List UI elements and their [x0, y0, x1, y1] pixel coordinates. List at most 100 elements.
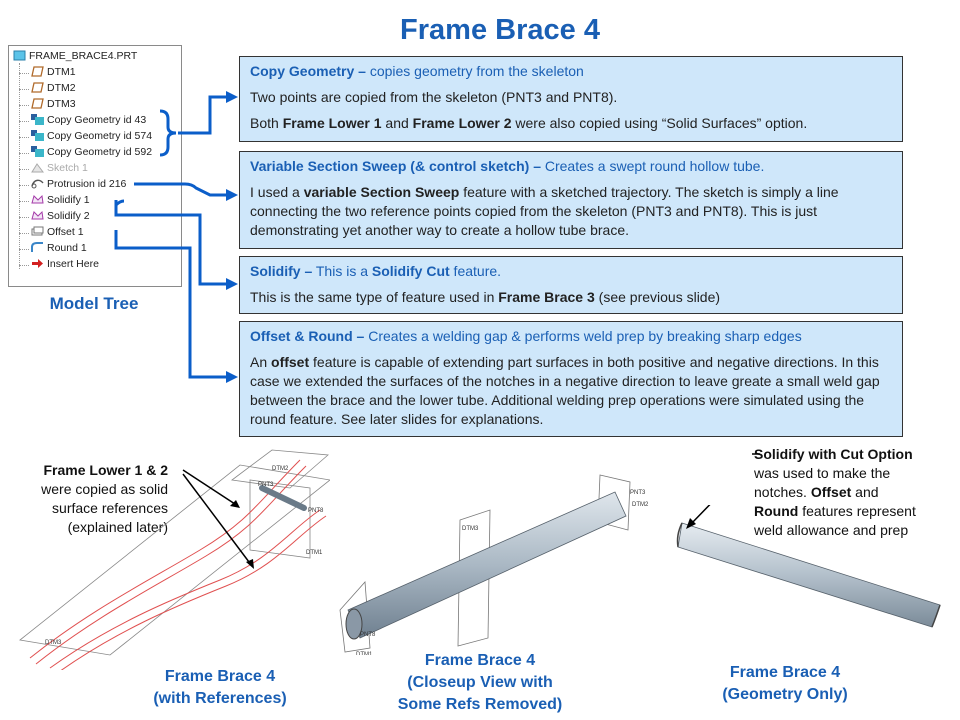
sweep-heading: Variable Section Sweep (& control sketch… [250, 158, 541, 174]
caption-geometry-only: Frame Brace 4(Geometry Only) [722, 664, 848, 703]
label-pnt8: PNT8 [308, 508, 324, 514]
tree-item[interactable]: Sketch 1 [31, 161, 88, 176]
notch-pointer-top [752, 453, 760, 455]
tree-item-label: Sketch 1 [47, 162, 88, 174]
frame-lower-1 [29, 459, 301, 659]
ref-plane-dtm3 [19, 464, 330, 656]
closeup-plane-dtm3 [457, 509, 491, 647]
label-dtm1: DTM1 [306, 550, 323, 556]
tree-item-label: Copy Geometry id 43 [47, 114, 147, 126]
copy-heading: Copy Geometry – [250, 63, 366, 79]
solidify-icon [31, 194, 44, 205]
offset-heading: Offset & Round – [250, 328, 365, 344]
copy-geometry-bracket [159, 109, 177, 157]
solidify-arrowhead [226, 278, 238, 290]
tree-item-label: Copy Geometry id 574 [47, 130, 153, 142]
tree-item-label: Insert Here [47, 258, 99, 270]
tree-item[interactable]: Protrusion id 216 [31, 177, 126, 192]
copy-geometry-box: Copy Geometry – copies geometry from the… [239, 56, 903, 142]
frame-brace-closeup-image: PNT3 DTM2 DTM3 PNT8 DTM1 [339, 474, 649, 655]
copy-geometry-icon [31, 146, 44, 157]
tree-item-label: DTM1 [47, 66, 76, 78]
closeup-label-pnt8: PNT8 [360, 632, 376, 638]
solidify-box: Solidify – This is a Solidify Cut featur… [239, 256, 903, 314]
copy-geometry-icon [31, 130, 44, 141]
label-dtm2: DTM2 [272, 466, 289, 472]
closeup-label-dtm3: DTM3 [462, 526, 479, 532]
notch-pointer [689, 505, 711, 526]
offset-p1: An offset feature is capable of extendin… [250, 354, 880, 427]
copy-arrowhead [226, 91, 238, 103]
label-pnt3: PNT3 [258, 482, 274, 488]
tree-item-label: DTM2 [47, 82, 76, 94]
closeup-label-dtm2: DTM2 [632, 502, 649, 508]
copy-heading-rest: copies geometry from the skeleton [365, 63, 584, 79]
closeup-label-pnt3: PNT3 [630, 490, 646, 496]
offset-round-box: Offset & Round – Creates a welding gap &… [239, 321, 903, 437]
solidify-icon [31, 210, 44, 221]
page-title: Frame Brace 4 [400, 14, 600, 46]
tree-item-label: Copy Geometry id 592 [47, 146, 153, 158]
datum-plane-icon [31, 82, 44, 93]
tree-item[interactable]: Copy Geometry id 43 [31, 113, 146, 128]
tree-item[interactable]: Solidify 1 [31, 193, 90, 208]
label-dtm3: DTM3 [45, 640, 62, 646]
closeup-plane-dtm1 [339, 581, 371, 653]
tree-item-label: Offset 1 [47, 226, 84, 238]
closeup-label-dtm1: DTM1 [356, 652, 373, 655]
frame-lower-2 [49, 509, 321, 669]
tree-item[interactable]: Copy Geometry id 574 [31, 129, 152, 144]
sketch-icon [31, 162, 44, 173]
tree-root-label: FRAME_BRACE4.PRT [29, 50, 138, 62]
copy-connector [178, 95, 228, 135]
sweep-box: Variable Section Sweep (& control sketch… [239, 151, 903, 249]
tree-item-label: Round 1 [47, 242, 87, 254]
solidify-connector-a [114, 200, 228, 286]
note-pointer-1 [182, 469, 239, 507]
offset-icon [31, 226, 44, 237]
tree-item-label: Solidify 1 [47, 194, 90, 206]
sweep-arrowhead [226, 189, 238, 201]
frame-lower-note: Frame Lower 1 & 2 were copied as solid s… [41, 462, 168, 535]
tree-item[interactable]: Insert Here [31, 257, 99, 272]
solidify-note: Solidify with Cut Option was used to mak… [754, 446, 916, 538]
note-pointer-2 [182, 473, 253, 567]
frame-brace-geometry-image [676, 505, 941, 628]
tree-item-label: Solidify 2 [47, 210, 90, 222]
frame-brace-references-image: DTM2 PNT3 PNT8 DTM1 DTM3 [19, 449, 330, 670]
ref-plane-dtm1 [249, 479, 311, 559]
tree-item[interactable]: Round 1 [31, 241, 87, 256]
tree-item-label: DTM3 [47, 98, 76, 110]
offset-arrowhead [226, 371, 238, 383]
tree-item[interactable]: DTM1 [31, 65, 76, 80]
insert-arrow-icon [31, 258, 44, 269]
tree-item[interactable]: Solidify 2 [31, 209, 90, 224]
geometry-tube [677, 522, 941, 628]
copy-p1: Two points are copied from the skeleton … [250, 89, 618, 105]
tree-root[interactable]: FRAME_BRACE4.PRT [13, 49, 137, 64]
sweep-p1: I used a variable Section Sweep feature … [250, 184, 839, 238]
offset-heading-rest: Creates a welding gap & performs weld pr… [364, 328, 802, 344]
part-icon [13, 50, 26, 61]
solidify-p1: This is the same type of feature used in… [250, 289, 721, 305]
ref-plane-dtm2 [230, 449, 329, 489]
tree-item[interactable]: Copy Geometry id 592 [31, 145, 152, 160]
closeup-tube-end [345, 608, 363, 640]
protrusion-icon [31, 178, 44, 189]
sweep-connector [134, 182, 228, 197]
tree-item-label: Protrusion id 216 [47, 178, 127, 190]
offset-connector [114, 230, 228, 379]
tree-item[interactable]: DTM2 [31, 81, 76, 96]
tree-item[interactable]: DTM3 [31, 97, 76, 112]
brace-tube [259, 485, 307, 511]
model-tree-label: Model Tree [49, 294, 139, 313]
sweep-heading-rest: Creates a swept round hollow tube. [540, 158, 765, 174]
datum-plane-icon [31, 66, 44, 77]
datum-plane-icon [31, 98, 44, 109]
tree-item[interactable]: Offset 1 [31, 225, 84, 240]
solidify-heading: Solidify – [250, 263, 313, 279]
closeup-tube [347, 491, 627, 639]
copy-p2: Both Frame Lower 1 and Frame Lower 2 wer… [250, 115, 808, 131]
